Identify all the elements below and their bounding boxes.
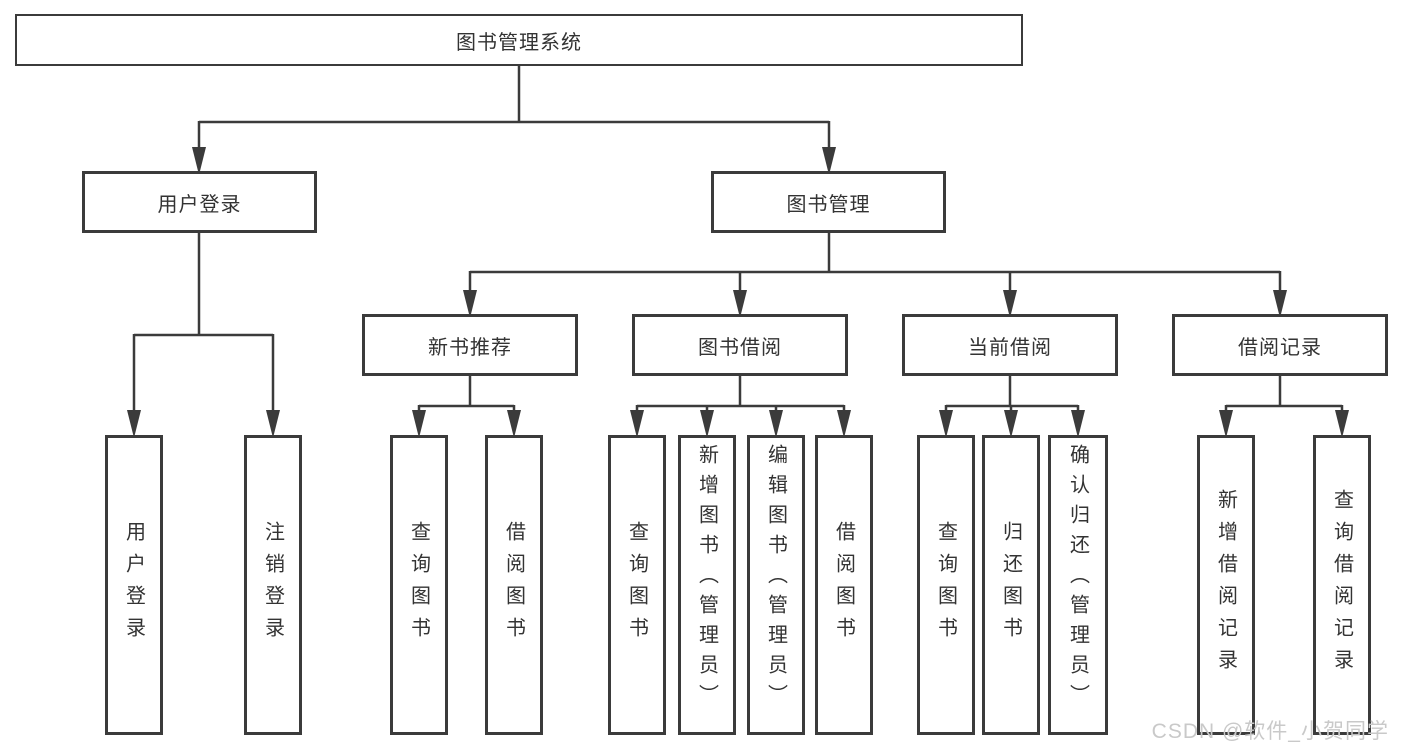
node-leaf-logout: 注销登录 bbox=[244, 435, 302, 735]
node-rec-query-books: 查询图书 bbox=[390, 435, 448, 735]
arrowhead-icon bbox=[822, 147, 836, 175]
arrowhead-icon bbox=[1219, 410, 1233, 438]
arrowhead-icon bbox=[1003, 290, 1017, 318]
arrowhead-icon bbox=[700, 410, 714, 438]
arrowhead-icon bbox=[266, 410, 280, 438]
connector-records-to-leaves bbox=[1224, 374, 1344, 414]
node-book-management-system: 图书管理系统 bbox=[15, 14, 1023, 66]
arrowhead-icon bbox=[1335, 410, 1349, 438]
node-cb-query-books: 查询图书 bbox=[917, 435, 975, 735]
arrowhead-icon bbox=[769, 410, 783, 438]
node-bb-borrow-books: 借阅图书 bbox=[815, 435, 873, 735]
node-bb-edit-books-admin: 编辑图书（管理员） bbox=[747, 435, 805, 735]
connector-bookborrow-to-leaves bbox=[635, 374, 846, 414]
connector-newrec-to-leaves bbox=[417, 374, 516, 414]
arrowhead-icon bbox=[1071, 410, 1085, 438]
arrowheads bbox=[127, 147, 1349, 438]
node-new-book-recommendation: 新书推荐 bbox=[362, 314, 578, 376]
node-cb-return-books: 归还图书 bbox=[982, 435, 1040, 735]
node-current-borrowing: 当前借阅 bbox=[902, 314, 1118, 376]
connector-root-to-level2 bbox=[197, 64, 831, 150]
arrowhead-icon bbox=[412, 410, 426, 438]
arrowhead-icon bbox=[192, 147, 206, 175]
arrowhead-icon bbox=[1004, 410, 1018, 438]
connector-userlogin-to-leaves bbox=[132, 231, 275, 413]
connector-currentborrow-to-leaves bbox=[944, 374, 1080, 414]
node-br-add-record: 新增借阅记录 bbox=[1197, 435, 1255, 735]
node-cb-confirm-return-admin: 确认归还（管理员） bbox=[1048, 435, 1108, 735]
arrowhead-icon bbox=[507, 410, 521, 438]
node-br-query-record: 查询借阅记录 bbox=[1313, 435, 1371, 735]
node-rec-borrow-books: 借阅图书 bbox=[485, 435, 543, 735]
arrowhead-icon bbox=[463, 290, 477, 318]
node-bb-add-books-admin: 新增图书（管理员） bbox=[678, 435, 736, 735]
node-book-borrowing: 图书借阅 bbox=[632, 314, 848, 376]
watermark: CSDN @软件_小贺同学 bbox=[1151, 720, 1389, 743]
arrowhead-icon bbox=[127, 410, 141, 438]
arrowhead-icon bbox=[939, 410, 953, 438]
connector-bookmgmt-to-level3 bbox=[468, 231, 1282, 293]
node-bb-query-books: 查询图书 bbox=[608, 435, 666, 735]
arrowhead-icon bbox=[837, 410, 851, 438]
node-book-management: 图书管理 bbox=[711, 171, 946, 233]
node-leaf-user-login: 用户登录 bbox=[105, 435, 163, 735]
arrowhead-icon bbox=[630, 410, 644, 438]
arrowhead-icon bbox=[1273, 290, 1287, 318]
node-borrowing-records: 借阅记录 bbox=[1172, 314, 1388, 376]
arrowhead-icon bbox=[733, 290, 747, 318]
node-user-login: 用户登录 bbox=[82, 171, 317, 233]
